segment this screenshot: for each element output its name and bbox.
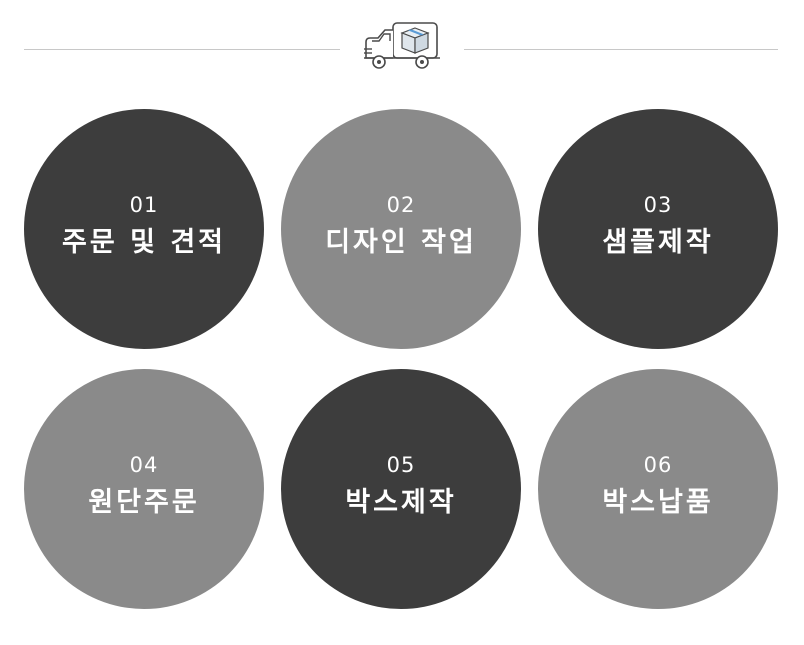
step-title: 박스납품 (602, 486, 714, 518)
header-divider-right (464, 49, 778, 50)
step-circle-04: 04 원단주문 (24, 369, 264, 609)
header-divider-left (24, 49, 340, 50)
step-circle-05: 05 박스제작 (281, 369, 521, 609)
step-title: 주문 및 견적 (62, 226, 226, 258)
step-circle-06: 06 박스납품 (538, 369, 778, 609)
step-number: 06 (643, 452, 673, 477)
step-number: 02 (386, 192, 416, 217)
step-title: 샘플제작 (602, 226, 714, 258)
step-number: 05 (386, 452, 416, 477)
step-number: 01 (129, 192, 159, 217)
step-circle-01: 01 주문 및 견적 (24, 109, 264, 349)
step-circle-02: 02 디자인 작업 (281, 109, 521, 349)
step-title: 박스제작 (345, 486, 457, 518)
step-title: 원단주문 (88, 486, 200, 518)
delivery-truck-icon (364, 22, 440, 69)
step-circle-03: 03 샘플제작 (538, 109, 778, 349)
step-title: 디자인 작업 (325, 226, 477, 258)
step-number: 03 (643, 192, 673, 217)
step-number: 04 (129, 452, 159, 477)
